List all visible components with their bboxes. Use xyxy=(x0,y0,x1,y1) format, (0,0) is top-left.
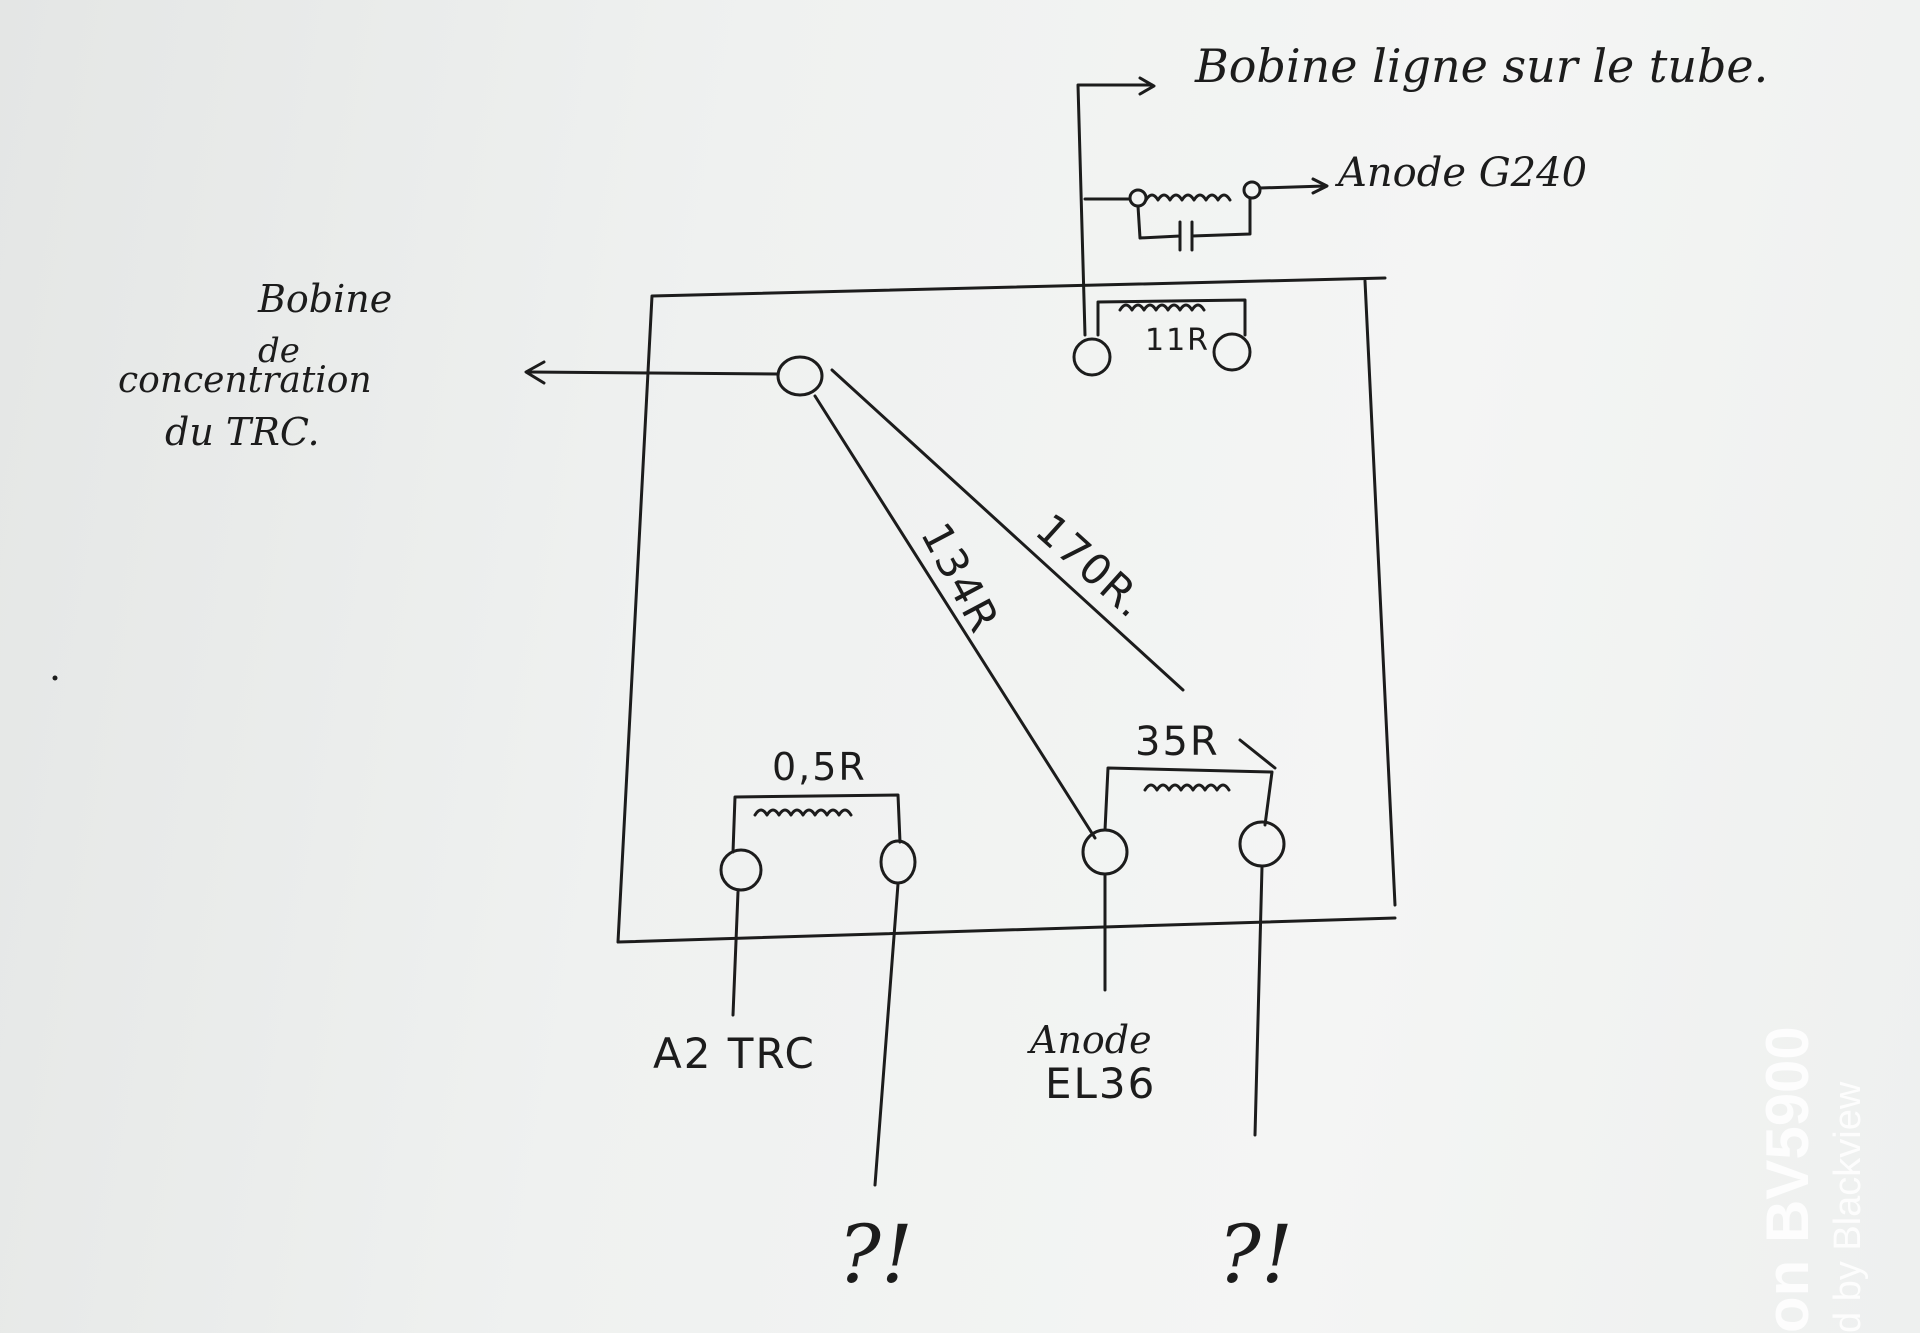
label-du-trc: du TRC. xyxy=(165,410,320,454)
g240-terminal-right xyxy=(1242,180,1262,200)
g240-output-line xyxy=(1258,184,1327,190)
coil-05r-terminal-right xyxy=(879,839,917,885)
camera-watermark: on BV5900 d by Blackview xyxy=(1754,1026,1869,1333)
label-anode: Anode xyxy=(1027,1018,1152,1062)
coil-35r-bracket xyxy=(1103,766,1274,832)
coil-35r-terminal-left xyxy=(1081,828,1129,876)
coil-11r-terminal-left xyxy=(1072,337,1112,377)
common-terminal xyxy=(776,355,824,397)
coil-35r-tick xyxy=(1238,738,1277,770)
g240-coil xyxy=(1144,193,1232,202)
lead-unknown-2 xyxy=(1253,865,1264,1137)
label-05r: 0,5R xyxy=(772,745,867,789)
top-feed-line xyxy=(1076,83,1154,337)
wire-134r xyxy=(813,394,1097,840)
lead-unknown-1 xyxy=(873,882,900,1187)
label-anode-g240: Anode G240 xyxy=(1334,150,1587,196)
label-unknown-1: ?! xyxy=(838,1208,913,1301)
coil-35r-winding xyxy=(1143,783,1231,792)
coil-11r-terminal-right xyxy=(1212,332,1252,372)
coil-11r-winding xyxy=(1118,303,1206,312)
arrow-concentration xyxy=(524,360,546,385)
board-outline xyxy=(616,276,1397,944)
label-134r: 134R xyxy=(911,515,1009,642)
watermark-line2: d by Blackview xyxy=(1827,1081,1869,1333)
label-35r: 35R xyxy=(1135,719,1220,765)
label-bobine: Bobine xyxy=(257,277,392,321)
lead-a2-trc xyxy=(731,890,740,1017)
coil-05r-winding xyxy=(753,808,853,817)
label-de: de xyxy=(258,331,300,371)
coil-35r-terminal-right xyxy=(1238,820,1286,868)
g240-capacitor xyxy=(1136,196,1252,252)
arrow-bobine-ligne xyxy=(1138,76,1156,96)
concentration-feed-line xyxy=(526,370,780,376)
g240-terminal-left xyxy=(1128,188,1148,208)
arrow-anode-g240 xyxy=(1311,177,1329,195)
wire-170r xyxy=(830,368,1185,692)
label-unknown-2: ?! xyxy=(1218,1208,1293,1301)
label-a2-trc: A2 TRC xyxy=(653,1029,816,1078)
label-bobine-ligne: Bobine ligne sur le tube. xyxy=(1194,39,1768,93)
label-11r: 11R xyxy=(1145,323,1210,358)
coil-05r-terminal-left xyxy=(719,848,763,892)
label-concentration: concentration xyxy=(118,360,372,401)
coil-05r-bracket xyxy=(731,793,902,854)
label-el36: EL36 xyxy=(1045,1059,1156,1108)
stray-dot xyxy=(52,675,58,681)
coil-11r-bracket xyxy=(1096,298,1247,337)
watermark-line1: on BV5900 xyxy=(1754,1026,1821,1333)
